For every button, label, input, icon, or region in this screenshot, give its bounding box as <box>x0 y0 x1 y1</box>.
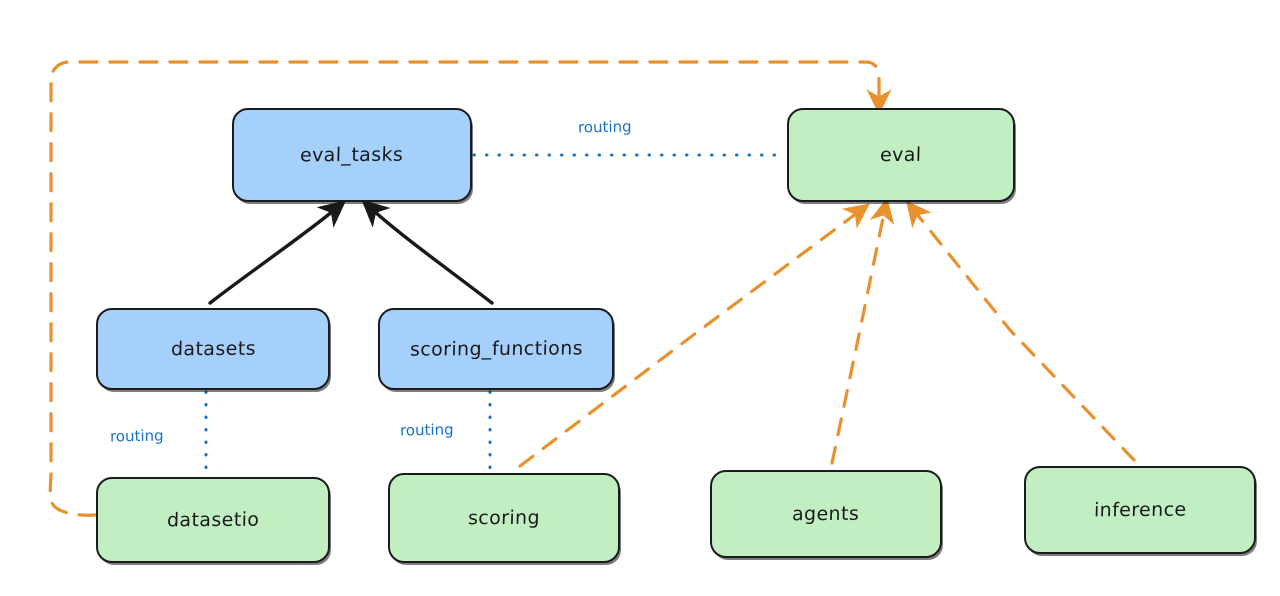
edge-label-routing-datasets-datasetio: routing <box>109 426 164 446</box>
node-agents-label: agents <box>792 502 860 526</box>
node-scoring-functions-label: scoring_functions <box>409 337 583 361</box>
node-datasetio[interactable]: datasetio <box>96 477 330 563</box>
node-eval-label: eval <box>879 143 923 167</box>
node-agents[interactable]: agents <box>710 470 942 558</box>
node-datasets-label: datasets <box>170 337 256 361</box>
node-inference[interactable]: inference <box>1024 466 1256 554</box>
node-inference-label: inference <box>1093 498 1187 522</box>
edge-scoring_functions-to-eval_tasks <box>361 199 494 305</box>
edge-inference-to-eval <box>905 200 1136 462</box>
edge-agents-to-eval <box>830 197 895 465</box>
node-eval[interactable]: eval <box>787 108 1015 202</box>
edge-label-routing-scoring-functions-scoring: routing <box>399 420 454 440</box>
node-scoring-label: scoring <box>467 506 541 530</box>
edge-datasets-to-eval_tasks <box>208 200 347 305</box>
edge-label-routing-eval-tasks-eval: routing <box>577 117 632 137</box>
node-scoring-functions[interactable]: scoring_functions <box>378 308 614 390</box>
node-eval-tasks[interactable]: eval_tasks <box>232 108 472 202</box>
node-datasets[interactable]: datasets <box>96 308 330 390</box>
node-scoring[interactable]: scoring <box>388 473 620 563</box>
node-eval-tasks-label: eval_tasks <box>300 143 404 167</box>
node-datasetio-label: datasetio <box>166 508 260 532</box>
